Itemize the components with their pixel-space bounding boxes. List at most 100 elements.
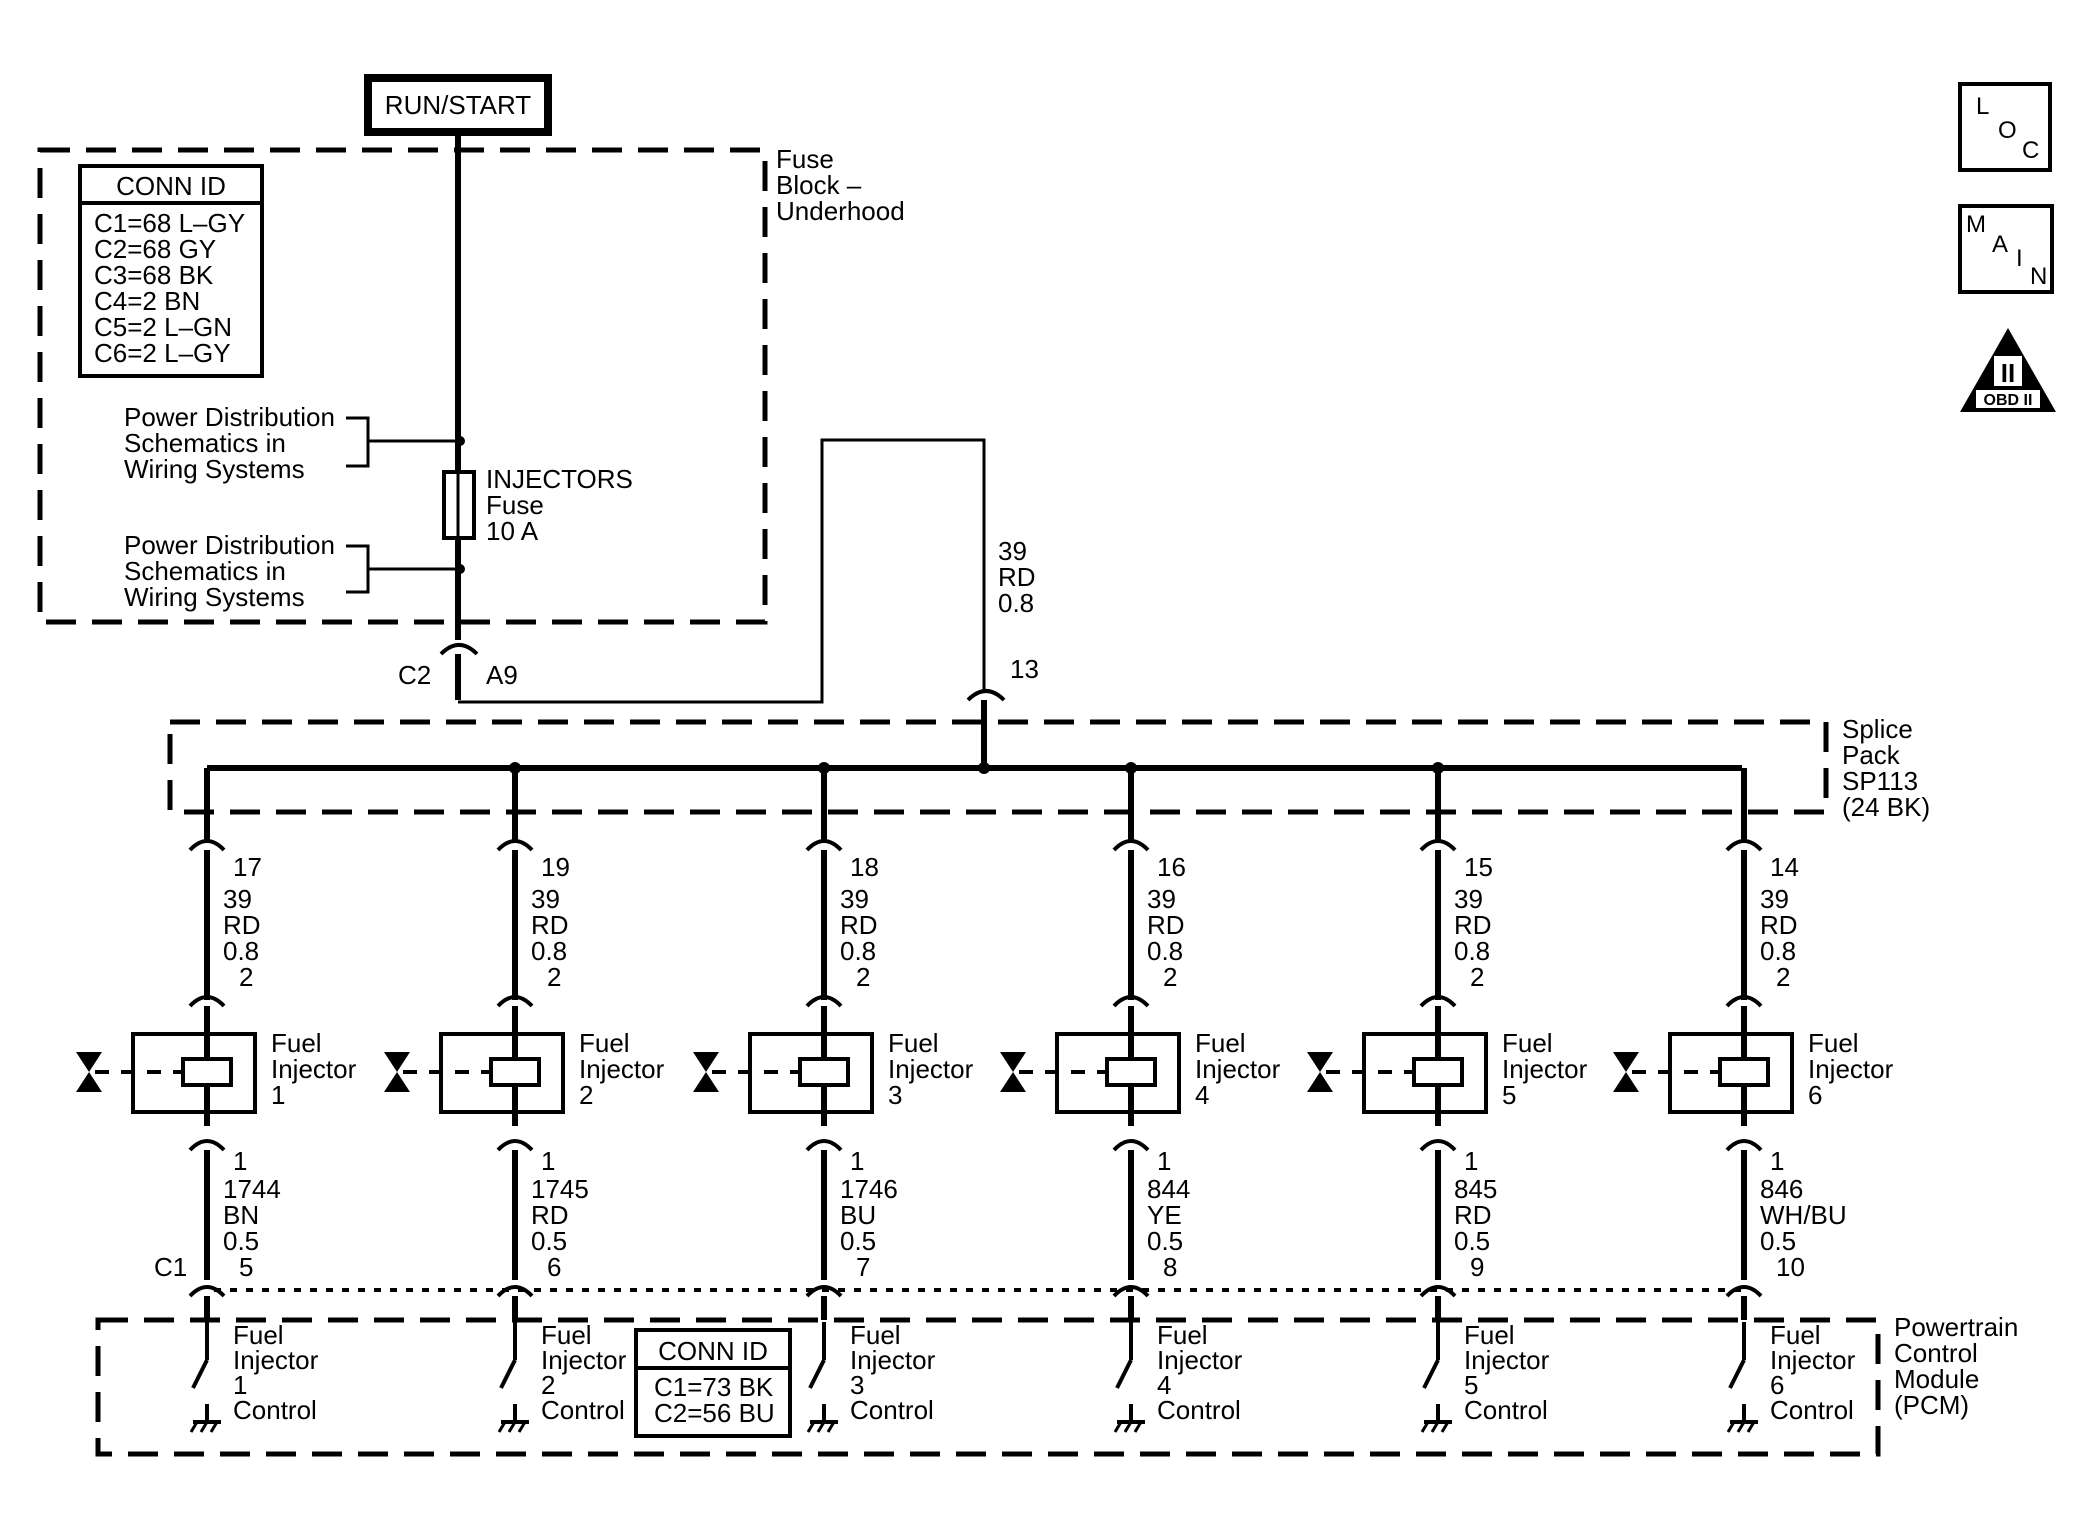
injectors-fuse: INJECTORS Fuse 10 A [442, 464, 640, 546]
injectors-fuse-label: INJECTORS Fuse 10 A [486, 464, 640, 546]
splice-pin-5: 15 [1464, 852, 1493, 882]
injector-pin-top-4: 2 [1163, 962, 1177, 992]
fuse-block-title: Fuse Block – Underhood [776, 144, 905, 226]
svg-text:CONN ID: CONN ID [658, 1336, 768, 1366]
svg-text:C2: C2 [398, 660, 431, 690]
splice-pin-4: 16 [1157, 852, 1186, 882]
splice-pack-sp113: Splice Pack SP113 (24 BK) [167, 714, 1930, 822]
fuel-injector-5 [1307, 1032, 1488, 1114]
splice-pin-3: 18 [850, 852, 879, 882]
injector-pin-top-6: 2 [1776, 962, 1790, 992]
svg-text:C: C [2022, 137, 2039, 164]
pcm-pin-6: 10 [1776, 1252, 1805, 1282]
fuel-injector-1 [76, 1032, 257, 1114]
pcm-driver-switch-6 [1726, 1296, 1758, 1433]
pcm-driver-switch-1 [189, 1296, 221, 1433]
pcm-conn-id: CONN ID C1=73 BK C2=56 BU [634, 1328, 792, 1438]
splice-pack-title: Splice Pack SP113 (24 BK) [1842, 714, 1930, 822]
pcm-pin-1: 5 [239, 1252, 253, 1282]
pcm-connector-c1-label: C1 [154, 1252, 187, 1282]
pcm-pin-4: 8 [1163, 1252, 1177, 1282]
pcm-driver-switch-4 [1113, 1296, 1145, 1433]
injector-pin-top-5: 2 [1470, 962, 1484, 992]
injector-pin-top-3: 2 [856, 962, 870, 992]
pcm-pin-2: 6 [547, 1252, 561, 1282]
svg-text:13: 13 [1010, 654, 1039, 684]
pcm-driver-switch-3 [806, 1296, 838, 1433]
pcm-driver-switch-2 [497, 1296, 529, 1433]
feed-wire-39-rd: 39 RD 0.8 13 [458, 438, 1039, 768]
svg-text:Power Distribution Sch: Power Distribution Schematics in Wiring … [124, 402, 342, 484]
loc-nav-icon[interactable]: L O C [1958, 82, 2052, 172]
injector-pin-bottom-4: 1 [1157, 1146, 1171, 1176]
obd-ii-icon[interactable]: II OBD II [1960, 328, 2056, 412]
splice-pin-6: 14 [1770, 852, 1799, 882]
svg-text:OBD II: OBD II [1984, 392, 2033, 409]
ground-icon-2 [497, 1420, 529, 1433]
svg-text:C1=73 BK C2=56 BU: C1=73 BK C2=56 BU [654, 1372, 780, 1428]
splice-pin-2: 19 [541, 852, 570, 882]
svg-text:I: I [2016, 245, 2023, 272]
injector-pin-bottom-2: 1 [541, 1146, 555, 1176]
pcm-driver-switch-5 [1420, 1296, 1452, 1433]
main-nav-icon[interactable]: M A I N [1958, 204, 2054, 294]
ground-icon-3 [806, 1420, 838, 1433]
injector-pin-bottom-1: 1 [233, 1146, 247, 1176]
svg-text:II: II [2001, 358, 2015, 388]
ground-icon-1 [189, 1420, 221, 1433]
fuel-injector-2 [384, 1032, 565, 1114]
injector-drive-symbol-3 [693, 1052, 719, 1092]
run-start-source: RUN/START [364, 74, 552, 136]
ground-icon-6 [1726, 1420, 1758, 1433]
svg-text:C1=68 L–GY C2=68 GY: C1=68 L–GY C2=68 GY C3=68 BK C4=2 BN C5=… [94, 208, 252, 368]
svg-text:A: A [1992, 231, 2008, 258]
svg-text:A9: A9 [486, 660, 518, 690]
injector-drive-symbol-2 [384, 1052, 410, 1092]
fuse-block-underhood: Fuse Block – Underhood CONN ID C1=68 L–G… [37, 132, 905, 700]
splice-pin-1: 17 [233, 852, 262, 882]
fuel-injector-3 [693, 1032, 874, 1114]
injector-pin-top-2: 2 [547, 962, 561, 992]
svg-text:CONN ID: CONN ID [116, 171, 226, 201]
fuse-block-conn-id: CONN ID C1=68 L–GY C2=68 GY C3=68 BK C4=… [78, 164, 264, 378]
connector-c2-a9: C2 A9 [398, 643, 518, 700]
power-distribution-ref-1: Power Distribution Schematics in Wiring … [124, 402, 460, 484]
pcm-pin-5: 9 [1470, 1252, 1484, 1282]
injector-drive-symbol-1 [76, 1052, 102, 1092]
injector-drive-symbol-4 [1000, 1052, 1026, 1092]
injector-pin-bottom-5: 1 [1464, 1146, 1478, 1176]
svg-text:O: O [1998, 117, 2017, 144]
injector-drive-symbol-6 [1613, 1052, 1639, 1092]
svg-text:L: L [1976, 93, 1989, 120]
ground-icon-4 [1113, 1420, 1145, 1433]
svg-text:M: M [1966, 211, 1986, 238]
power-distribution-ref-2: Power Distribution Schematics in Wiring … [124, 530, 460, 612]
